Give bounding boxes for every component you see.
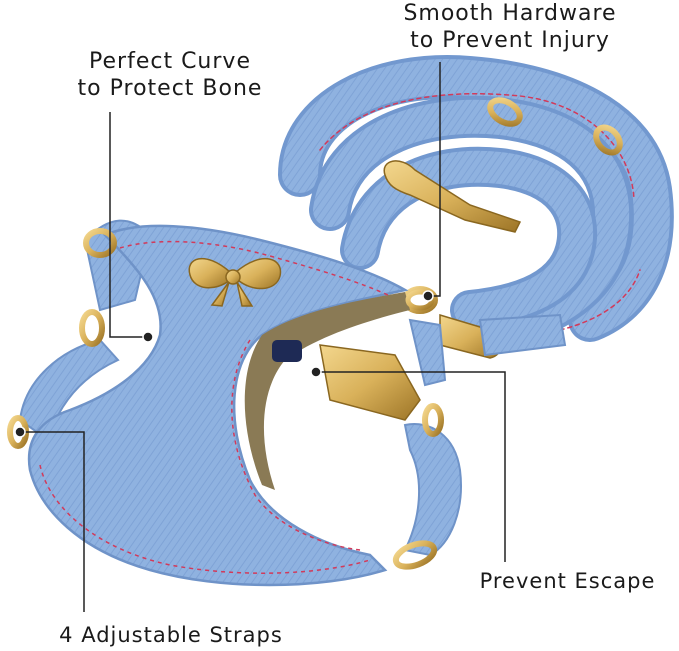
harness-strap-left: [18, 338, 120, 442]
harness-strap-right: [403, 423, 462, 557]
d-ring-icon: [593, 124, 623, 156]
harness-vest: [27, 224, 409, 587]
buckle-icon: [319, 344, 421, 421]
callout-lines: [14, 62, 506, 612]
harness: [7, 219, 462, 587]
callout-perfect-curve-line1: Perfect Curve: [89, 49, 251, 74]
d-ring-icon: [392, 540, 438, 570]
callout-dot-escape: [310, 366, 322, 378]
bow-icon: [188, 257, 282, 307]
harness-stitching: [231, 339, 361, 551]
d-ring-icon: [83, 228, 117, 258]
d-ring-icon: [79, 309, 105, 347]
leash-stitching: [559, 269, 641, 331]
harness-strap-right-upper: [408, 318, 447, 387]
callout-dot-straps: [14, 426, 26, 438]
d-ring-icon: [422, 403, 444, 437]
callout-adjustable-straps-text: 4 Adjustable Straps: [59, 623, 283, 647]
harness-stitching: [119, 240, 391, 297]
snap-hook-icon: [383, 160, 522, 233]
callout-prevent-escape: Prevent Escape: [460, 568, 675, 595]
callout-dot-curve: [142, 331, 154, 343]
callout-perfect-curve-line2: to Protect Bone: [77, 76, 263, 101]
harness-stitching: [39, 464, 371, 574]
callout-adjustable-straps: 4 Adjustable Straps: [46, 622, 296, 649]
leash-stitching: [319, 92, 635, 201]
buckle-clip: [272, 340, 302, 362]
callout-smooth-hardware-line1: Smooth Hardware: [403, 1, 617, 26]
leash-coil-outer-face: [282, 59, 670, 338]
callout-smooth-hardware-line2: to Prevent Injury: [410, 28, 610, 53]
callout-smooth-hardware: Smooth Hardware to Prevent Injury: [380, 0, 640, 54]
callout-prevent-escape-text: Prevent Escape: [479, 569, 656, 593]
callout-dot-hardware: [422, 290, 434, 302]
callout-line-escape: [318, 371, 506, 562]
callout-line-straps: [20, 431, 85, 612]
callout-perfect-curve: Perfect Curve to Protect Bone: [60, 48, 280, 102]
leash-handle-strap: [478, 313, 567, 357]
leash-hardware: [383, 97, 623, 359]
d-ring-icon: [487, 97, 523, 127]
callout-line-curve: [109, 112, 146, 338]
leash-coil-inner-face: [313, 99, 630, 337]
